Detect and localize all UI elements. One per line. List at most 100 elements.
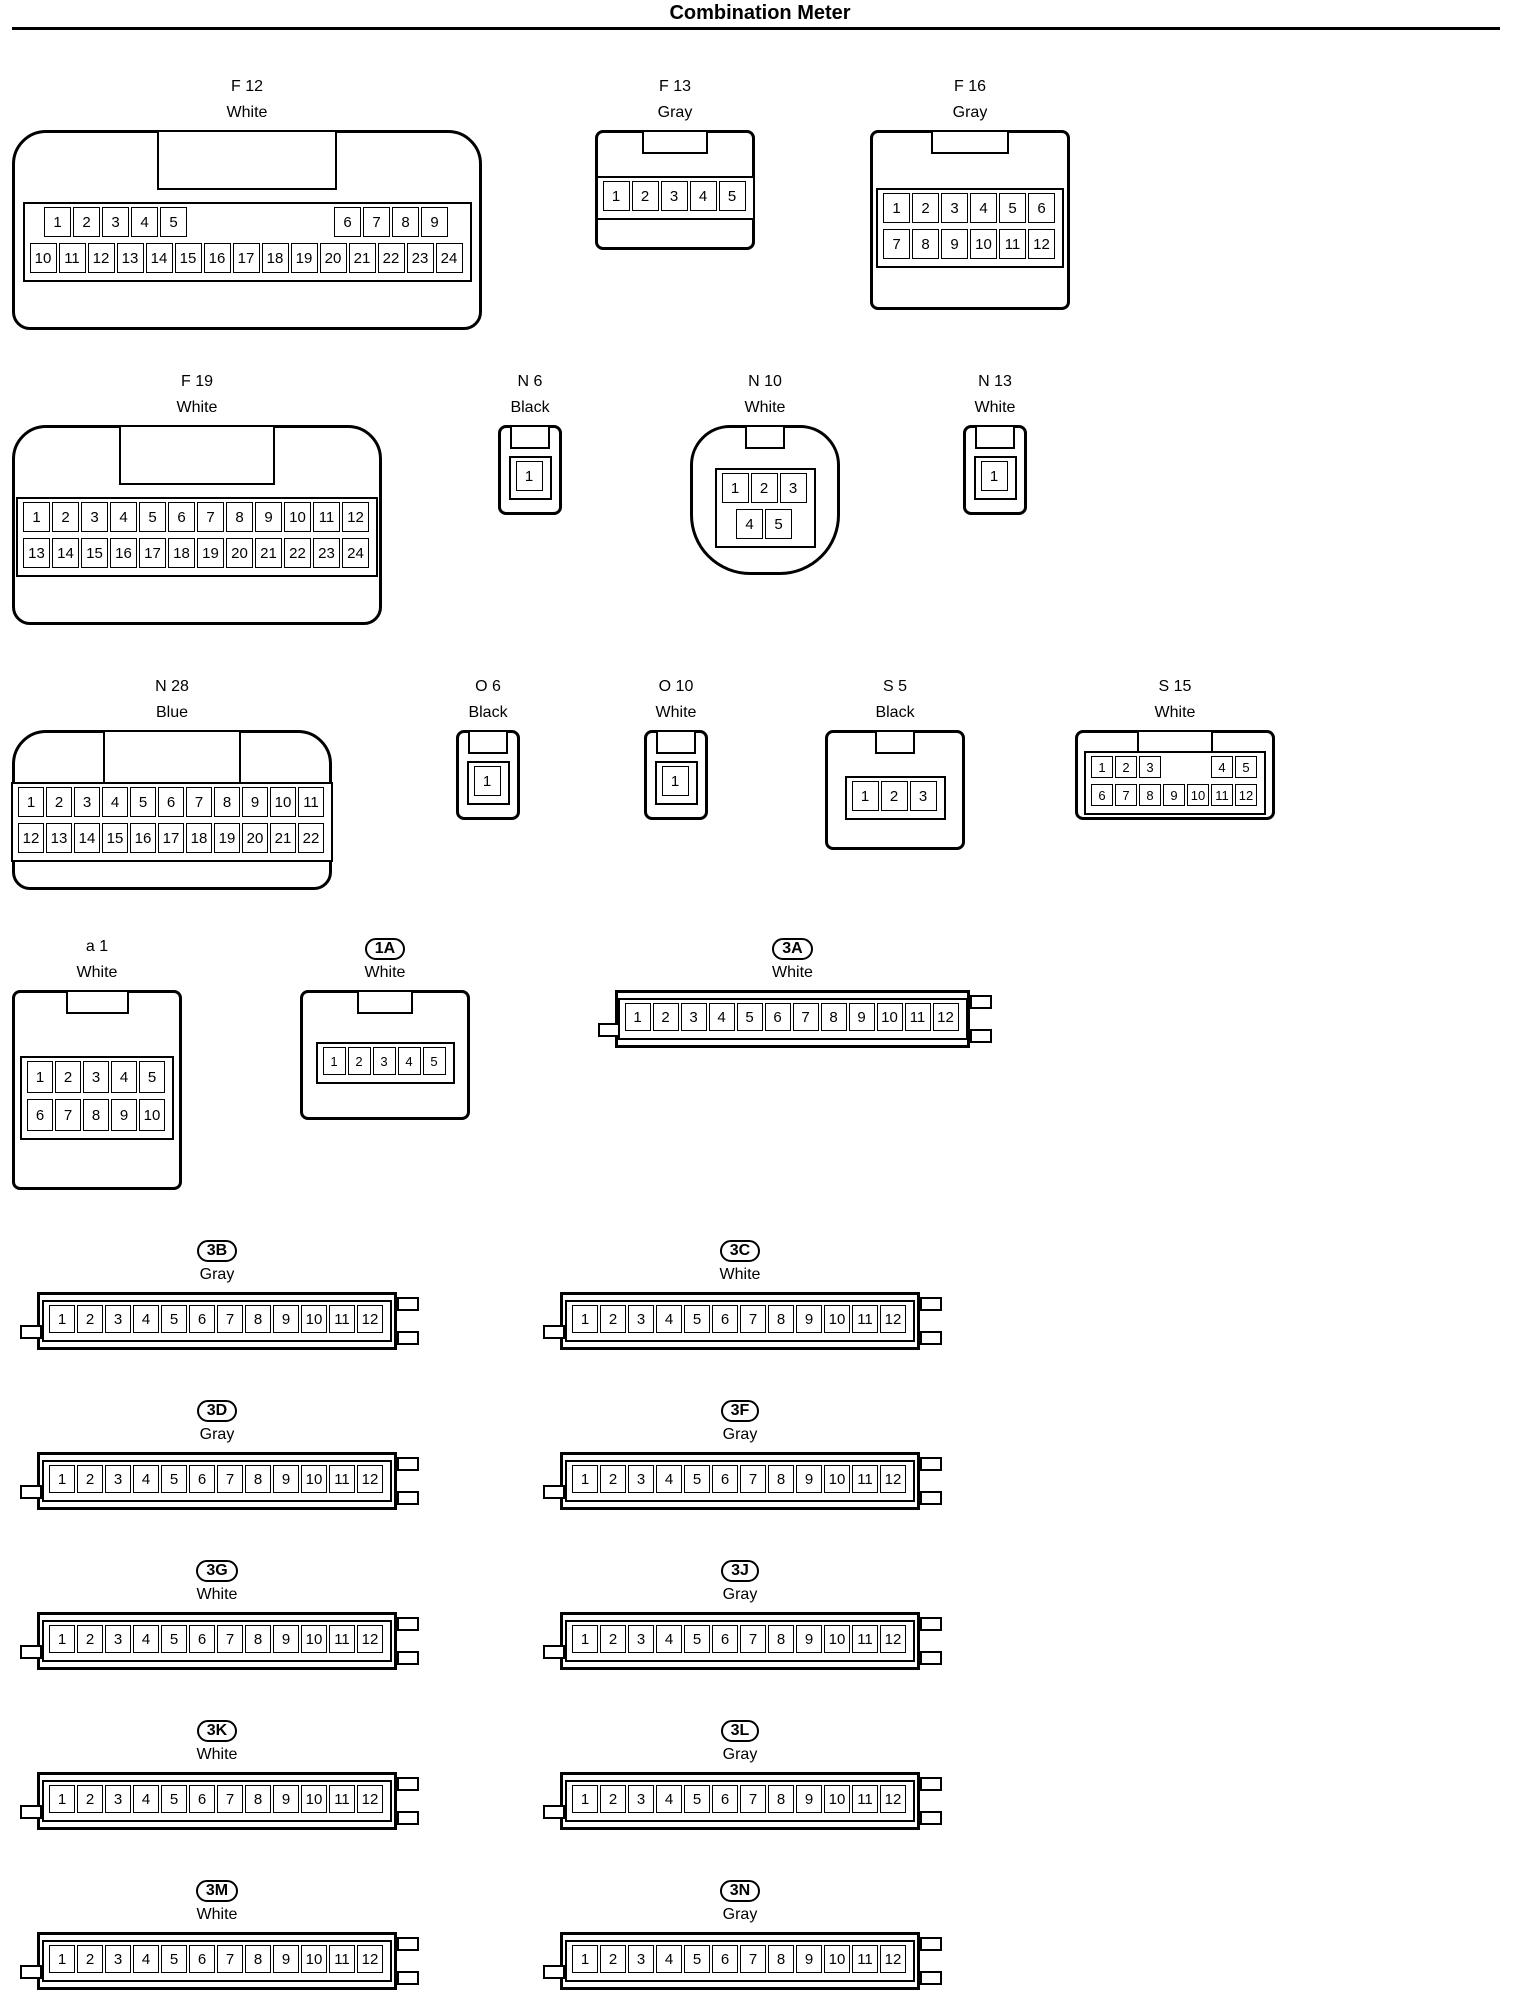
pin-terminal: 1 [851, 781, 879, 811]
pin-terminal: 4 [656, 1785, 682, 1813]
pin-terminal: 5 [161, 1465, 187, 1493]
connector-tab [920, 1457, 942, 1471]
pin-terminal: 12 [87, 243, 115, 273]
connector-color: Gray [952, 104, 988, 121]
connector-tab [397, 1971, 419, 1985]
pin-terminal: 5 [161, 1785, 187, 1813]
pin-terminal: 7 [217, 1305, 243, 1333]
pin-terminal: 12 [357, 1465, 383, 1493]
pin-terminal: 3 [74, 787, 100, 817]
pin-terminal: 4 [656, 1945, 682, 1973]
pin-terminal: 14 [74, 823, 100, 853]
pin-terminal: 17 [139, 538, 166, 568]
pin-terminal: 11 [298, 787, 324, 817]
pin-terminal: 16 [130, 823, 156, 853]
pin-terminal: 12 [1028, 229, 1055, 259]
pin-terminal: 11 [329, 1305, 355, 1333]
pin-terminal: 6 [712, 1465, 738, 1493]
pin-terminal: 22 [298, 823, 324, 853]
pin-row: 1 [515, 461, 545, 491]
pin-terminal: 12 [880, 1945, 906, 1973]
pin-terminal: 1 [661, 766, 689, 796]
connector-tab [920, 1331, 942, 1345]
pin-terminal: 22 [284, 538, 311, 568]
pin-terminal: 3 [628, 1785, 654, 1813]
connector-latch [118, 425, 276, 485]
pin-terminal: 12 [880, 1625, 906, 1653]
pin-terminal: 7 [217, 1945, 243, 1973]
connector-color: White [1154, 704, 1196, 721]
connector-housing: 1 [498, 425, 562, 515]
pin-terminal: 9 [796, 1945, 822, 1973]
pin-terminal: 13 [23, 538, 50, 568]
pin-terminal: 6 [712, 1305, 738, 1333]
pin-terminal: 1 [49, 1625, 75, 1653]
pin-terminal: 7 [217, 1465, 243, 1493]
connector-id: 3A [772, 938, 813, 960]
pin-terminal: 24 [435, 243, 463, 273]
pin-terminal: 8 [392, 207, 419, 237]
pin-terminal: 2 [77, 1945, 103, 1973]
pin-terminal: 11 [1211, 784, 1233, 806]
pin-terminal: 2 [750, 473, 778, 503]
pin-terminal: 5 [684, 1305, 710, 1333]
pin-terminal: 3 [1139, 756, 1161, 778]
connector-label: N 10 [690, 373, 840, 393]
pin-terminal: 8 [768, 1785, 794, 1813]
pin-terminal: 1 [572, 1785, 598, 1813]
pin-terminal: 13 [116, 243, 144, 273]
connector-latch [102, 730, 242, 790]
pin-terminal: 1 [572, 1625, 598, 1653]
pin-terminal: 10 [284, 502, 311, 532]
connector-tab [920, 1297, 942, 1311]
pin-terminal: 5 [736, 1003, 763, 1031]
pin-terminal: 7 [217, 1625, 243, 1653]
pin-terminal: 2 [600, 1785, 626, 1813]
pin-terminal: 2 [77, 1305, 103, 1333]
pin-terminal: 5 [765, 509, 792, 539]
pin-terminal: 9 [1163, 784, 1185, 806]
pin-terminal: 1 [49, 1465, 75, 1493]
connector-color: White [655, 704, 697, 721]
pin-terminal: 12 [1235, 784, 1257, 806]
pin-terminal: 8 [226, 502, 253, 532]
pin-terminal: 2 [912, 193, 939, 223]
pin-terminal: 19 [197, 538, 224, 568]
pin-terminal: 20 [242, 823, 268, 853]
connector-id: 3N [719, 1880, 761, 1902]
pin-terminal: 9 [273, 1945, 299, 1973]
pin-terminal: 1 [602, 181, 630, 211]
pin-terminal: 1 [23, 502, 50, 532]
pin-terminal: 2 [77, 1785, 103, 1813]
pin-terminal: 10 [824, 1305, 850, 1333]
pin-terminal: 1 [473, 766, 501, 796]
pin-terminal: 6 [712, 1625, 738, 1653]
pin-terminal: 1 [980, 461, 1008, 491]
connector-color: White [364, 964, 406, 981]
pin-terminal: 6 [712, 1945, 738, 1973]
connector-tab [397, 1617, 419, 1631]
connector-tab [397, 1297, 419, 1311]
pin-terminal: 1 [18, 787, 44, 817]
pin-terminal: 3 [628, 1945, 654, 1973]
pin-terminal: 11 [313, 502, 340, 532]
connector-color: Black [510, 399, 550, 416]
